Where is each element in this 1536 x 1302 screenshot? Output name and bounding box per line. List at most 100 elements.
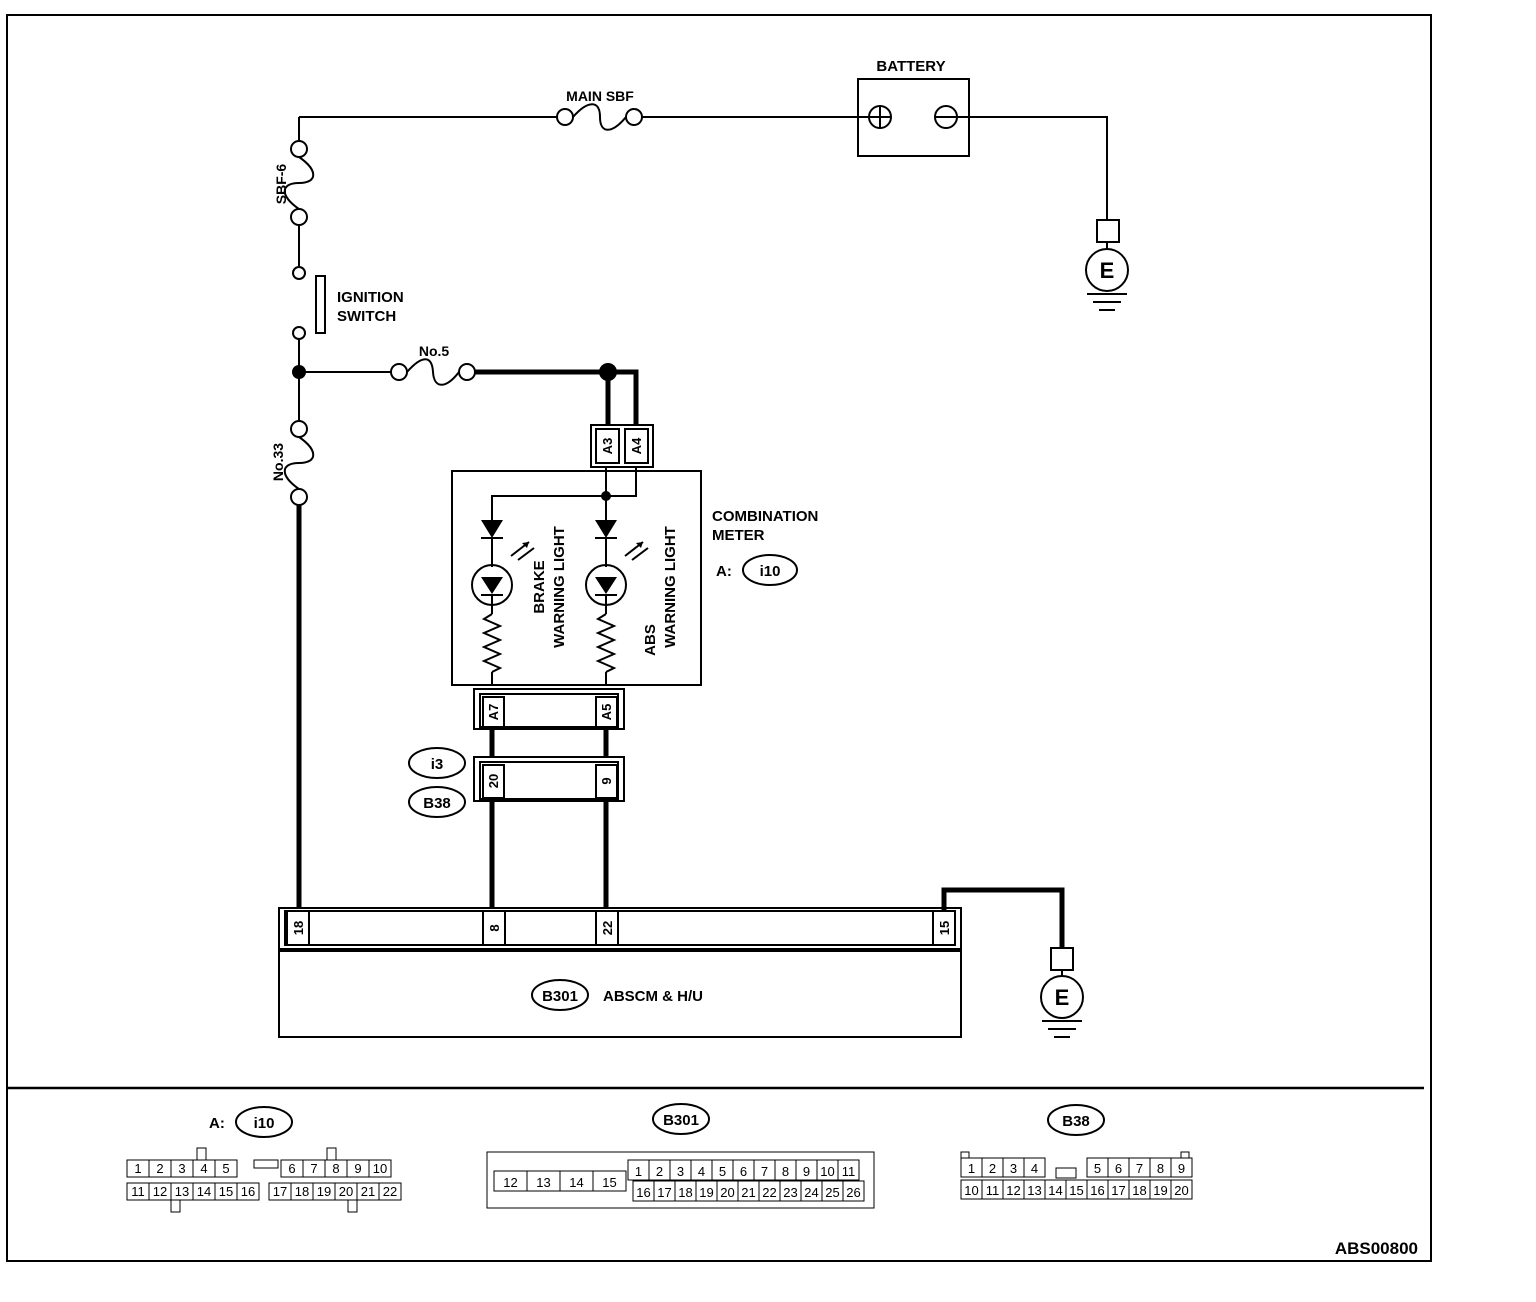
ignition-label-1: IGNITION: [337, 289, 404, 306]
pin-number: 12: [153, 1184, 167, 1199]
pin-15: 15: [937, 921, 952, 935]
abs-light-label-1: ABS: [642, 624, 659, 656]
pin-cell: [592, 1170, 627, 1192]
brake-light-label-2: WARNING LIGHT: [551, 526, 568, 648]
connector-view-title-b301: B301: [663, 1112, 699, 1129]
pin-cell: [214, 1159, 238, 1178]
pin-number: 8: [1157, 1161, 1164, 1176]
pin-number: 19: [317, 1184, 331, 1199]
pin-number: 19: [699, 1185, 713, 1200]
connector-key: [196, 1147, 207, 1161]
pin-number: 22: [762, 1185, 776, 1200]
pin-number: 3: [178, 1161, 185, 1176]
pin-9: 9: [599, 777, 614, 784]
pin-number: 13: [175, 1184, 189, 1199]
pin-cell: [368, 1159, 392, 1178]
meter-connector-top: A3 A4: [590, 424, 654, 468]
pin-number: 14: [197, 1184, 211, 1199]
pin-number: 24: [804, 1185, 818, 1200]
connector-key: [326, 1147, 337, 1161]
pin-cell: [1170, 1179, 1193, 1200]
pin-number: 15: [219, 1184, 233, 1199]
pin-number: 10: [820, 1164, 834, 1179]
pin-number: 4: [1031, 1161, 1038, 1176]
pin-number: 7: [1136, 1161, 1143, 1176]
pin-number: 20: [1174, 1183, 1188, 1198]
pin-number: 11: [986, 1183, 1000, 1198]
combination-meter-prefix: A:: [716, 563, 732, 580]
pin-number: 20: [339, 1184, 353, 1199]
pin-number: 5: [222, 1161, 229, 1176]
connector-badge-b301: [531, 979, 589, 1011]
pin-number: 23: [783, 1185, 797, 1200]
pin-number: 21: [741, 1185, 755, 1200]
connector-key: [253, 1159, 279, 1169]
pin-a3: A3: [600, 438, 615, 455]
pin-20: 20: [486, 774, 501, 788]
pin-number: 4: [200, 1161, 207, 1176]
connector-key: [347, 1199, 358, 1213]
pin-number: 3: [677, 1164, 684, 1179]
pin-number: 16: [241, 1184, 255, 1199]
pin-8: 8: [487, 924, 502, 931]
pin-number: 21: [361, 1184, 375, 1199]
pin-22: 22: [600, 921, 615, 935]
pin-number: 10: [964, 1183, 978, 1198]
fuse-no5: No.5: [390, 343, 476, 386]
combination-meter-label-2: METER: [712, 527, 765, 544]
pin-number: 7: [761, 1164, 768, 1179]
pin-number: 14: [569, 1175, 583, 1190]
connector-key: [1180, 1151, 1190, 1159]
pin-number: 22: [383, 1184, 397, 1199]
pin-number: 12: [1006, 1183, 1020, 1198]
pin-number: 15: [602, 1175, 616, 1190]
main-sbf-fuse: MAIN SBF: [556, 88, 643, 131]
connector-badge-i10: [742, 554, 798, 586]
pin-cell: [1023, 1157, 1046, 1178]
pin-number: 1: [134, 1161, 141, 1176]
pin-number: 17: [1111, 1183, 1125, 1198]
pin-number: 11: [842, 1164, 856, 1179]
pin-18: 18: [291, 921, 306, 935]
pin-number: 11: [131, 1184, 145, 1199]
connector-id-b38: B38: [423, 795, 451, 812]
pin-number: 16: [1090, 1183, 1104, 1198]
figure-code: ABS00800: [1335, 1239, 1418, 1258]
pin-number: 17: [273, 1184, 287, 1199]
brake-warning-light: BRAKE WARNING LIGHT: [471, 520, 568, 685]
connector-view-prefix: A:: [209, 1115, 225, 1132]
pin-number: 25: [825, 1185, 839, 1200]
pin-number: 5: [719, 1164, 726, 1179]
ignition-switch: IGNITION SWITCH: [292, 266, 404, 340]
sbf6-label: SBF-6: [273, 164, 289, 205]
meter-connector-bottom: A7 A5: [473, 688, 625, 730]
pin-number: 2: [989, 1161, 996, 1176]
connector-id-b301: B301: [542, 988, 578, 1005]
pin-number: 15: [1069, 1183, 1083, 1198]
pin-number: 4: [698, 1164, 705, 1179]
pin-number: 10: [373, 1161, 387, 1176]
connector-view-title-b38: B38: [1062, 1113, 1090, 1130]
abs-light-label-2: WARNING LIGHT: [662, 526, 679, 648]
pin-cell: [837, 1159, 860, 1181]
abs-warning-light: ABS WARNING LIGHT: [585, 520, 679, 685]
pin-number: 19: [1153, 1183, 1167, 1198]
ignition-label-2: SWITCH: [337, 308, 396, 325]
pin-number: 14: [1048, 1183, 1062, 1198]
pin-number: 5: [1094, 1161, 1101, 1176]
main-sbf-label: MAIN SBF: [566, 88, 634, 104]
pin-a7: A7: [486, 704, 501, 721]
pin-number: 12: [503, 1175, 517, 1190]
pin-number: 9: [1178, 1161, 1185, 1176]
pin-number: 26: [846, 1185, 860, 1200]
pin-number: 20: [720, 1185, 734, 1200]
pin-number: 9: [803, 1164, 810, 1179]
connector-badge-b38: [408, 786, 466, 818]
pin-number: 2: [156, 1161, 163, 1176]
intermediate-connector: 20 9: [473, 756, 625, 802]
connector-badge-i3: [408, 747, 466, 779]
pin-number: 16: [636, 1185, 650, 1200]
connector-id-i10: i10: [760, 563, 781, 580]
